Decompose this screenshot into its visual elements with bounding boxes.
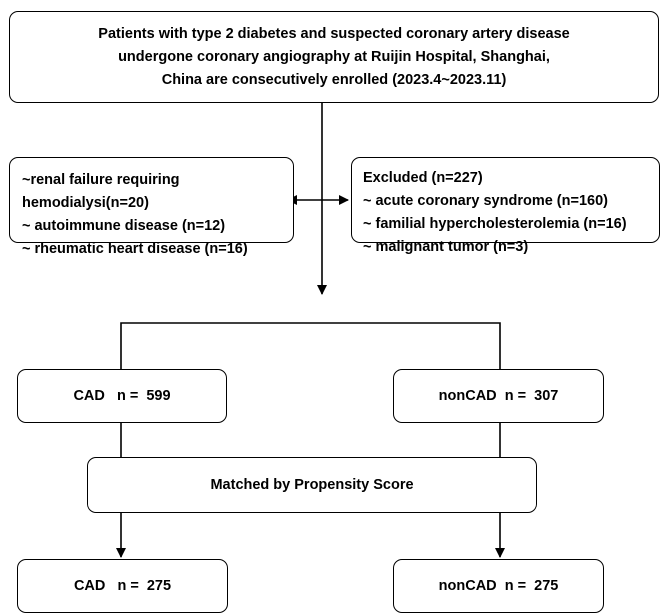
exclusion-left-line-1: ~renal failure requiring [22, 172, 180, 188]
cad-matched-box: CAD n = 275 [17, 559, 228, 613]
noncad-matched-box: nonCAD n = 275 [393, 559, 604, 613]
exclusion-left-line-4: ~ rheumatic heart disease (n=16) [22, 241, 248, 257]
propensity-match-box: Matched by Propensity Score [87, 457, 537, 513]
enrollment-line-3: China are consecutively enrolled (2023.4… [161, 71, 507, 88]
exclusion-box-left: ~renal failure requiring hemodialysi(n=2… [9, 157, 294, 257]
noncad-matched-label: nonCAD n = 275 [438, 578, 559, 594]
exclusion-left-line-3: ~ autoimmune disease (n=12) [22, 218, 226, 234]
exclusion-right-line-3: ~ familial hypercholesterolemia (n=16) [363, 216, 627, 232]
exclusion-right-line-4: ~ malignant tumor (n=3) [363, 239, 529, 255]
cad-matched-label: CAD n = 275 [73, 578, 172, 594]
enrollment-line-2: undergone coronary angiography at Ruijin… [118, 48, 550, 65]
exclusion-left-line-2: hemodialysi(n=20) [22, 195, 149, 211]
split-connector [120, 322, 501, 369]
noncad-group-label: nonCAD n = 307 [438, 388, 559, 404]
cad-group-box: CAD n = 599 [17, 369, 227, 423]
propensity-match-label: Matched by Propensity Score [210, 477, 414, 493]
enrollment-box: Patients with type 2 diabetes and suspec… [9, 11, 659, 103]
cad-group-label: CAD n = 599 [73, 388, 171, 404]
noncad-group-box: nonCAD n = 307 [393, 369, 604, 423]
exclusion-right-line-2: ~ acute coronary syndrome (n=160) [363, 193, 608, 209]
enrollment-line-1: Patients with type 2 diabetes and suspec… [98, 25, 570, 42]
exclusion-right-line-1: Excluded (n=227) [363, 170, 483, 186]
exclusion-box-right: Excluded (n=227) ~ acute coronary syndro… [351, 157, 660, 255]
